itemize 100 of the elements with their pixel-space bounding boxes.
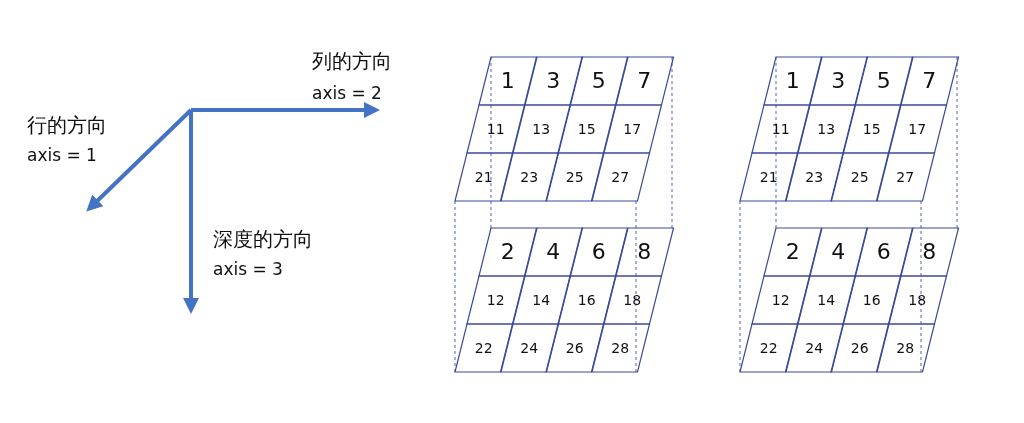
cell-number: 13	[817, 122, 836, 136]
cell-number: 24	[520, 341, 539, 355]
grid-cell	[479, 57, 537, 105]
grid-cell	[855, 57, 913, 105]
grid-cell	[888, 276, 946, 324]
grid-cell	[546, 324, 604, 372]
cell-number: 1	[785, 70, 800, 92]
grid-cell	[467, 276, 525, 324]
axis-name: 列的方向	[312, 50, 392, 72]
cell-number: 12	[771, 293, 790, 307]
grid-cell	[524, 57, 582, 105]
cell-number: 5	[876, 70, 891, 92]
cell-number: 25	[565, 170, 584, 184]
cell-number: 1	[500, 70, 515, 92]
cell-number: 23	[520, 170, 539, 184]
grid-cell	[900, 57, 958, 105]
grid-cell	[752, 105, 810, 153]
cell-number: 21	[474, 170, 493, 184]
grid-cell	[603, 105, 661, 153]
grid-cell	[843, 276, 901, 324]
grid-cell	[740, 324, 798, 372]
cell-number: 12	[486, 293, 505, 307]
cell-number: 26	[850, 341, 869, 355]
cell-number: 8	[637, 241, 652, 263]
cell-number: 23	[805, 170, 824, 184]
cell-number: 14	[817, 293, 836, 307]
axis-name: 行的方向	[27, 114, 107, 136]
grid-cell	[809, 228, 867, 276]
cell-number: 4	[831, 241, 846, 263]
grid-cell	[479, 228, 537, 276]
grid-cell	[524, 228, 582, 276]
grid-cell	[512, 276, 570, 324]
grid-cell	[558, 105, 616, 153]
grid-cell	[888, 105, 946, 153]
cell-number: 25	[850, 170, 869, 184]
grid-cell	[455, 324, 513, 372]
cell-number: 17	[908, 122, 927, 136]
cell-number: 22	[759, 341, 778, 355]
grid-cell	[831, 324, 889, 372]
grid-cell	[876, 153, 934, 201]
cell-number: 22	[474, 341, 493, 355]
cell-number: 14	[532, 293, 551, 307]
cell-number: 2	[785, 241, 800, 263]
cell-number: 3	[546, 70, 561, 92]
grid-cell	[570, 57, 628, 105]
grid-cell	[570, 228, 628, 276]
grid-cell	[455, 153, 513, 201]
grid-cell	[900, 228, 958, 276]
grid-cell	[558, 276, 616, 324]
cell-number: 11	[771, 122, 790, 136]
cell-number: 7	[637, 70, 652, 92]
cell-number: 8	[922, 241, 937, 263]
cell-number: 16	[862, 293, 881, 307]
grid-cell	[764, 57, 822, 105]
cell-number: 5	[591, 70, 606, 92]
grid-cell	[500, 324, 558, 372]
cell-number: 6	[876, 241, 891, 263]
grid-cell	[855, 228, 913, 276]
axis-value: axis = 2	[312, 84, 382, 103]
grid-cell	[591, 324, 649, 372]
axis-name: 深度的方向	[213, 228, 313, 250]
cell-number: 18	[908, 293, 927, 307]
cell-number: 13	[532, 122, 551, 136]
cell-number: 3	[831, 70, 846, 92]
grid-cell	[615, 228, 673, 276]
grid-cell	[546, 153, 604, 201]
grid-cell	[797, 105, 855, 153]
grid-cell	[785, 153, 843, 201]
grid-cell	[876, 324, 934, 372]
axis-value: axis = 3	[213, 260, 283, 279]
cell-number: 28	[896, 341, 915, 355]
grid-cell	[809, 57, 867, 105]
grid-cell	[615, 57, 673, 105]
cell-number: 24	[805, 341, 824, 355]
cell-number: 7	[922, 70, 937, 92]
cell-number: 27	[896, 170, 915, 184]
grid-cell	[785, 324, 843, 372]
cell-number: 27	[611, 170, 630, 184]
grid-cell	[831, 153, 889, 201]
grid-cell	[752, 276, 810, 324]
grid-cell	[843, 105, 901, 153]
cell-number: 2	[500, 241, 515, 263]
cell-number: 21	[759, 170, 778, 184]
grid-cell	[603, 276, 661, 324]
cell-number: 26	[565, 341, 584, 355]
grid-cell	[512, 105, 570, 153]
grid-cell	[467, 105, 525, 153]
grid-cell	[740, 153, 798, 201]
cell-number: 4	[546, 241, 561, 263]
grid-cell	[500, 153, 558, 201]
cell-number: 11	[486, 122, 505, 136]
grid-cell	[591, 153, 649, 201]
axis-value: axis = 1	[27, 146, 97, 165]
cell-number: 6	[591, 241, 606, 263]
grid-cell	[797, 276, 855, 324]
cell-number: 15	[862, 122, 881, 136]
cell-number: 16	[577, 293, 596, 307]
cell-number: 28	[611, 341, 630, 355]
cell-number: 15	[577, 122, 596, 136]
cell-number: 18	[623, 293, 642, 307]
